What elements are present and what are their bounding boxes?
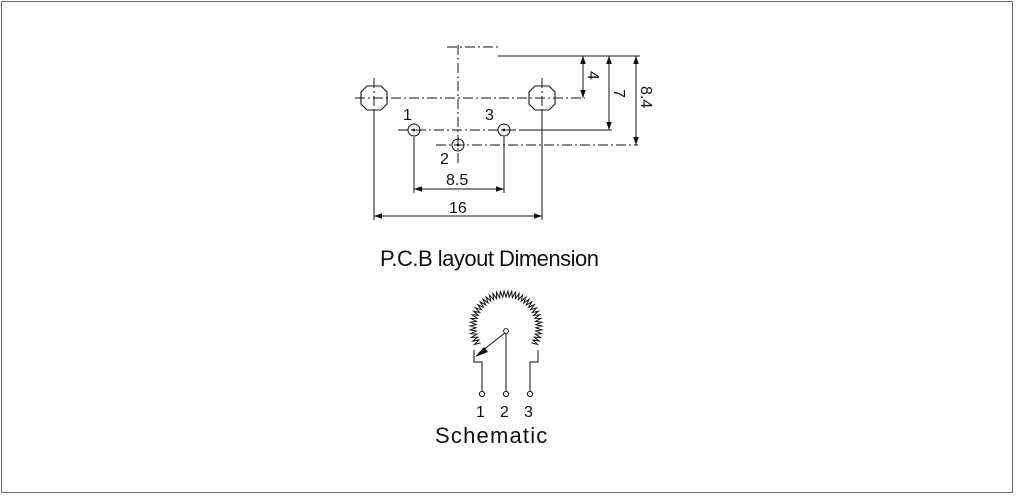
schematic-pin-label-3: 3: [524, 404, 533, 421]
pin-hole-3: [497, 123, 511, 137]
terminal-2: [502, 390, 510, 398]
pcb-layout: [355, 45, 640, 220]
wiper-arrowhead: [475, 347, 488, 357]
dim-label-8-5: 8.5: [446, 172, 468, 189]
lead-1: [473, 350, 483, 391]
dim-label-16: 16: [449, 200, 467, 217]
dim-label-4: 4: [584, 71, 601, 80]
terminal-3: [526, 390, 534, 398]
mounting-hole-right: [528, 85, 556, 111]
schematic-caption: Schematic: [435, 423, 549, 448]
pcb-caption: P.C.B layout Dimension: [380, 246, 599, 271]
pcb-pin-label-2: 2: [440, 151, 449, 168]
dim-label-7: 7: [610, 89, 627, 98]
center-lines: [355, 45, 638, 165]
dim-label-8-4: 8.4: [637, 86, 654, 108]
mounting-hole-left: [360, 85, 388, 111]
lead-3: [529, 350, 539, 391]
pin-hole-2: [451, 138, 465, 152]
pcb-pin-label-1: 1: [403, 107, 412, 124]
terminal-1: [478, 390, 486, 398]
wiper-pivot: [503, 328, 509, 334]
resistive-track-serrated-arc: [468, 289, 544, 346]
schematic-symbol: [468, 289, 544, 398]
pin-hole-1: [407, 123, 421, 137]
schematic-pin-label-1: 1: [476, 404, 485, 421]
schematic-pin-label-2: 2: [500, 404, 509, 421]
pcb-pin-label-3: 3: [485, 107, 494, 124]
